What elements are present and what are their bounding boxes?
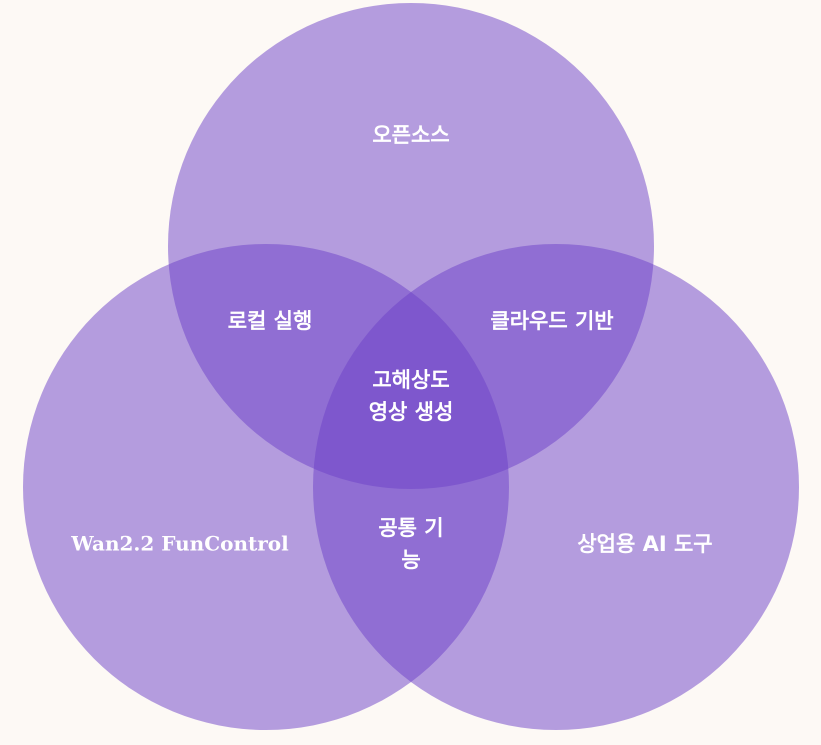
label-center-line1: 고해상도 [372,368,449,392]
label-commercial-ai-tools: 상업용 AI 도구 [577,532,712,556]
label-open-source: 오픈소스 [372,123,449,147]
label-center-line2: 영상 생성 [369,400,454,424]
circle-commercial-ai-tools [313,244,799,730]
label-common-features-line2: 능 [401,548,420,572]
label-wan-funcontrol: Wan2.2 FunControl [70,532,289,556]
label-local-execution: 로컬 실행 [228,309,313,333]
label-cloud-based: 클라우드 기반 [490,309,613,333]
label-common-features-line1: 공통 기 [378,516,443,540]
